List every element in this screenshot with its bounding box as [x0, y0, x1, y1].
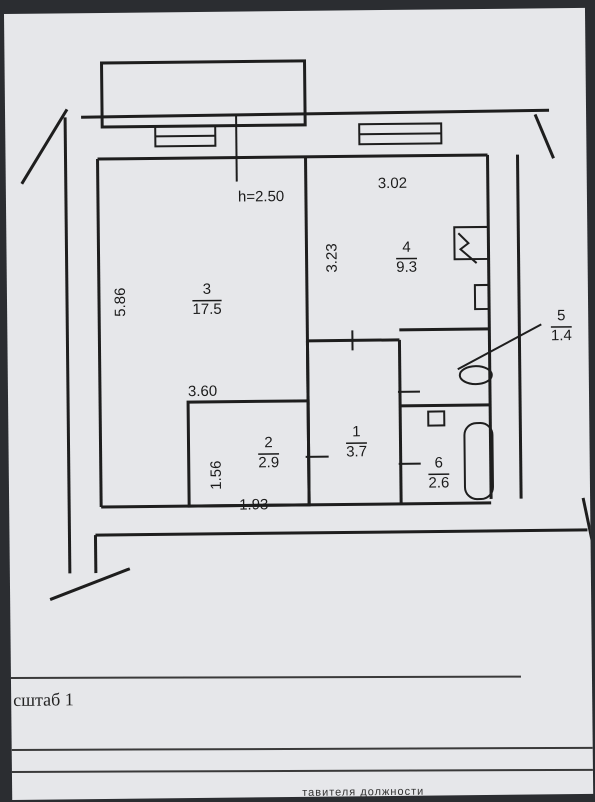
room-5-number: 5	[557, 307, 566, 324]
room-1-number: 1	[352, 423, 361, 440]
room-4-number: 4	[402, 239, 411, 256]
dim-room2-height: 1.56	[208, 461, 225, 490]
dim-room4-height: 3.23	[323, 243, 340, 272]
inner-wall-top	[98, 155, 488, 159]
floor-plan: h=2.50 3.02 5.86 3.23 3.60 1.56 1.93 3 1…	[4, 8, 593, 800]
dim-room4-width: 3.02	[378, 175, 407, 192]
corridor-wall	[95, 530, 587, 535]
room-4-area: 9.3	[396, 259, 417, 276]
inner-wall-right	[488, 155, 492, 499]
room-5-area: 1.4	[551, 327, 572, 344]
ceiling-height: h=2.50	[238, 188, 284, 205]
dim-room2-width: 1.93	[239, 496, 268, 513]
dim-room3-height: 5.86	[112, 288, 129, 317]
room-2-number: 2	[264, 434, 273, 451]
plan-sheet: h=2.50 3.02 5.86 3.23 3.60 1.56 1.93 3 1…	[4, 8, 593, 800]
room-2-area: 2.9	[258, 454, 279, 471]
inner-wall-left	[98, 159, 102, 507]
scale-label: сштаб 1	[13, 689, 74, 711]
room-6-area: 2.6	[428, 474, 449, 491]
room-3-area: 17.5	[192, 301, 221, 318]
footer-text: тавителя должности	[302, 786, 424, 799]
room-6-number: 6	[434, 454, 443, 471]
room-3-number: 3	[203, 281, 212, 298]
dim-room3-width: 3.60	[188, 383, 217, 400]
room-1-area: 3.7	[346, 443, 367, 460]
outer-wall-right	[518, 155, 522, 499]
outer-wall-left	[65, 117, 70, 573]
outer-wall-top	[81, 110, 549, 117]
